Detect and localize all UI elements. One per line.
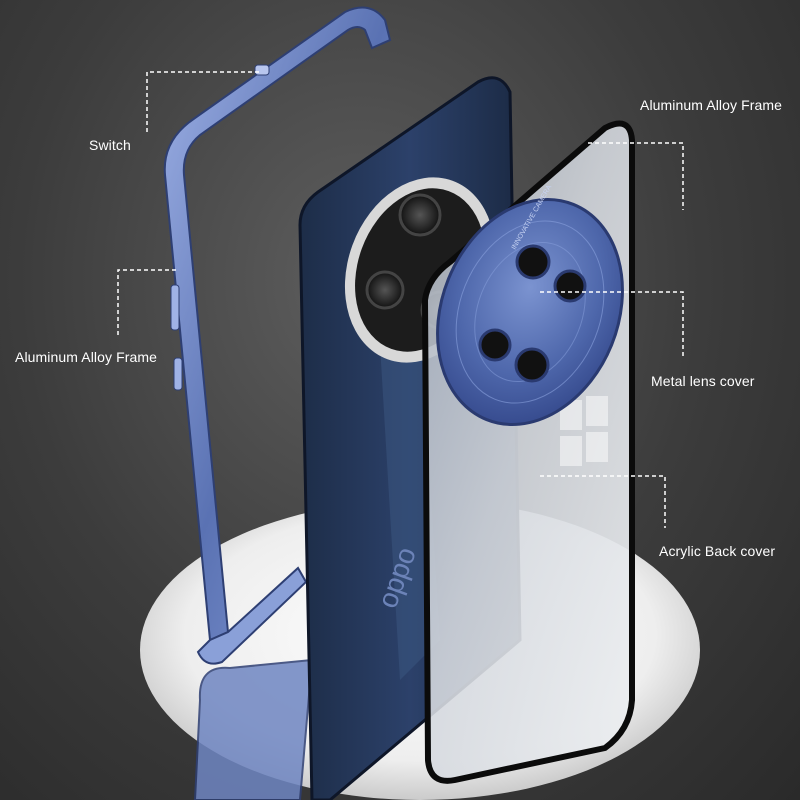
label-metal-lens-cover: Metal lens cover xyxy=(651,373,755,389)
side-button-lower xyxy=(173,357,183,391)
camera-lens-2 xyxy=(365,270,405,310)
switch-button xyxy=(254,64,270,76)
callout-lens xyxy=(540,291,684,358)
callout-frame-left xyxy=(117,269,178,335)
side-button-upper xyxy=(170,284,180,331)
label-aluminum-frame-right: Aluminum Alloy Frame xyxy=(640,97,783,113)
acrylic-back-cover: INNOVATIVE CAMERA xyxy=(421,120,635,784)
callout-switch xyxy=(146,71,262,132)
lens-cutout-2 xyxy=(553,269,587,303)
callout-lines xyxy=(117,71,684,528)
label-acrylic-back-cover: Acrylic Back cover xyxy=(659,543,776,559)
callout-frame-right xyxy=(588,142,684,210)
label-aluminum-frame-left: Aluminum Alloy Frame xyxy=(15,349,158,365)
lens-cutout-4 xyxy=(514,347,550,383)
lens-cutout-1 xyxy=(515,244,551,280)
camera-lens-1 xyxy=(398,193,442,237)
label-switch: Switch xyxy=(89,137,131,153)
aluminum-frame xyxy=(163,6,392,800)
lens-cutout-3 xyxy=(478,328,512,362)
